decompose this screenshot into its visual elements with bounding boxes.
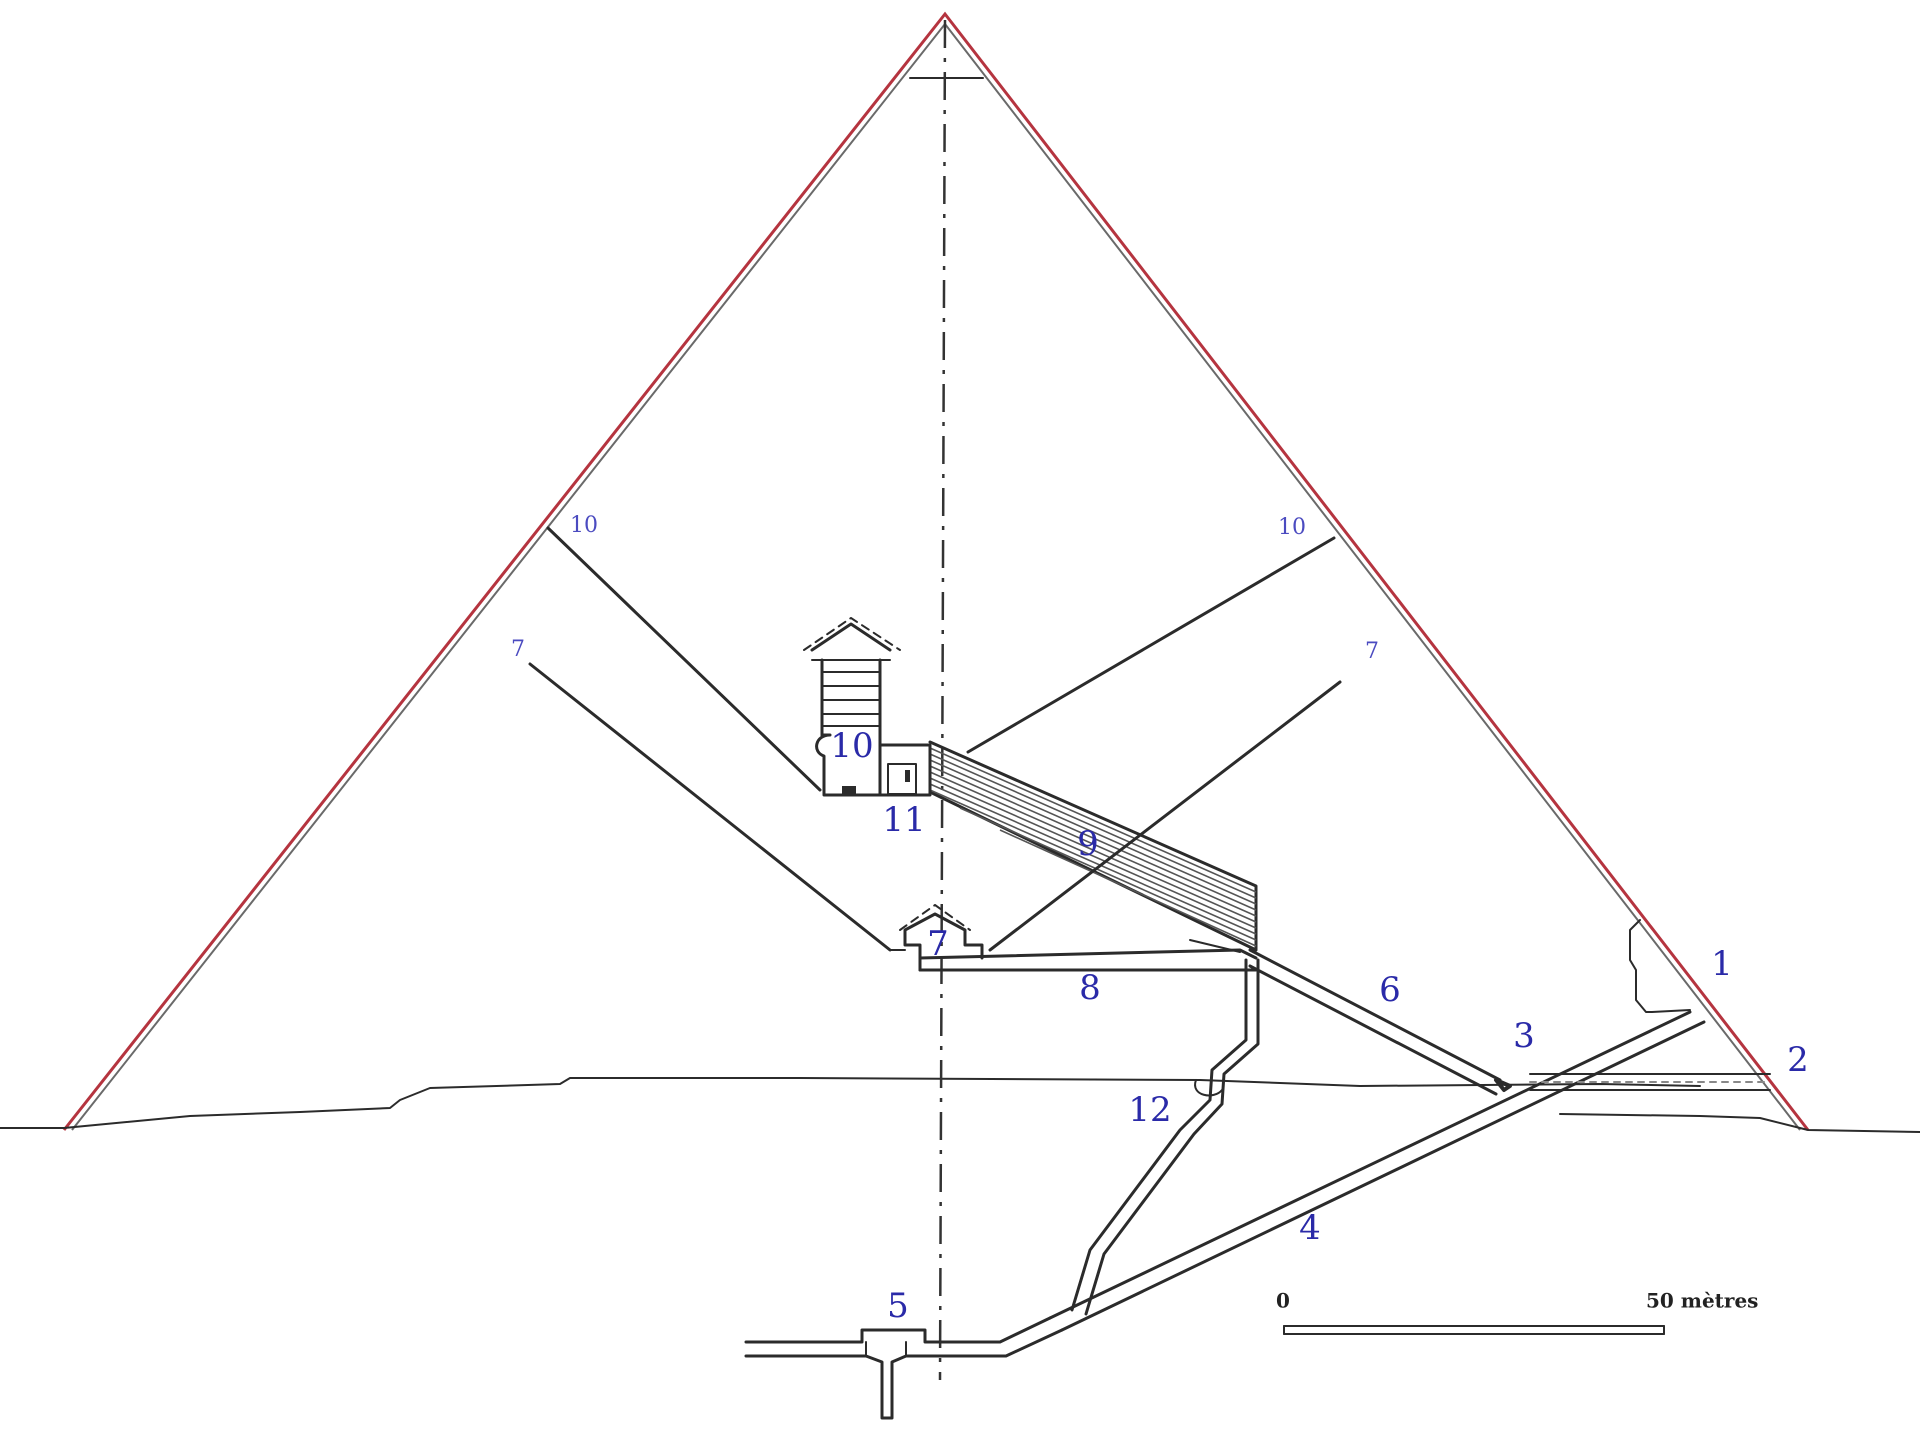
subterranean-chamber [744,1316,1064,1420]
ascending-passage [1248,948,1512,1096]
central-axis [938,19,947,1381]
room-labels: 1 2 3 4 5 6 7 8 9 10 11 12 10 10 7 7 [511,513,1809,1326]
label-subterranean-chamber: 5 [887,1286,909,1326]
scale-bar: 0 50 mètres [1276,1289,1758,1335]
horizontal-passage [918,939,1258,972]
label-descending-passage: 4 [1299,1208,1321,1248]
label-kings-shaft-right: 10 [1278,515,1306,540]
ground-line [0,1077,1920,1133]
label-queens-shaft-left: 7 [511,637,525,662]
label-queens-chamber: 7 [927,924,949,964]
grand-gallery-hatching [929,747,1257,947]
label-grand-gallery: 9 [1077,824,1099,864]
entrance-structure [1629,919,1691,1013]
scale-start-label: 0 [1276,1289,1290,1313]
kings-shafts [546,526,1336,792]
robbers-tunnel [1529,1073,1771,1091]
label-queens-shaft-right: 7 [1365,639,1379,664]
queens-chamber [899,904,984,972]
label-entrance: 1 [1711,944,1733,984]
well-shaft [1070,958,1260,1316]
label-kings-shaft-left: 10 [570,513,598,538]
label-ascending-passage: 6 [1379,970,1401,1010]
label-antechamber: 11 [882,800,925,840]
label-junction: 3 [1513,1016,1535,1056]
kings-chamber-complex [803,617,932,797]
label-well-shaft: 12 [1128,1090,1171,1130]
label-kings-chamber: 10 [830,726,873,766]
label-horizontal-passage: 8 [1079,968,1101,1008]
label-robbers-tunnel: 2 [1787,1040,1809,1080]
sarcophagus [842,786,856,794]
scale-end-label: 50 mètres [1646,1289,1758,1313]
queens-shafts [528,662,1342,952]
